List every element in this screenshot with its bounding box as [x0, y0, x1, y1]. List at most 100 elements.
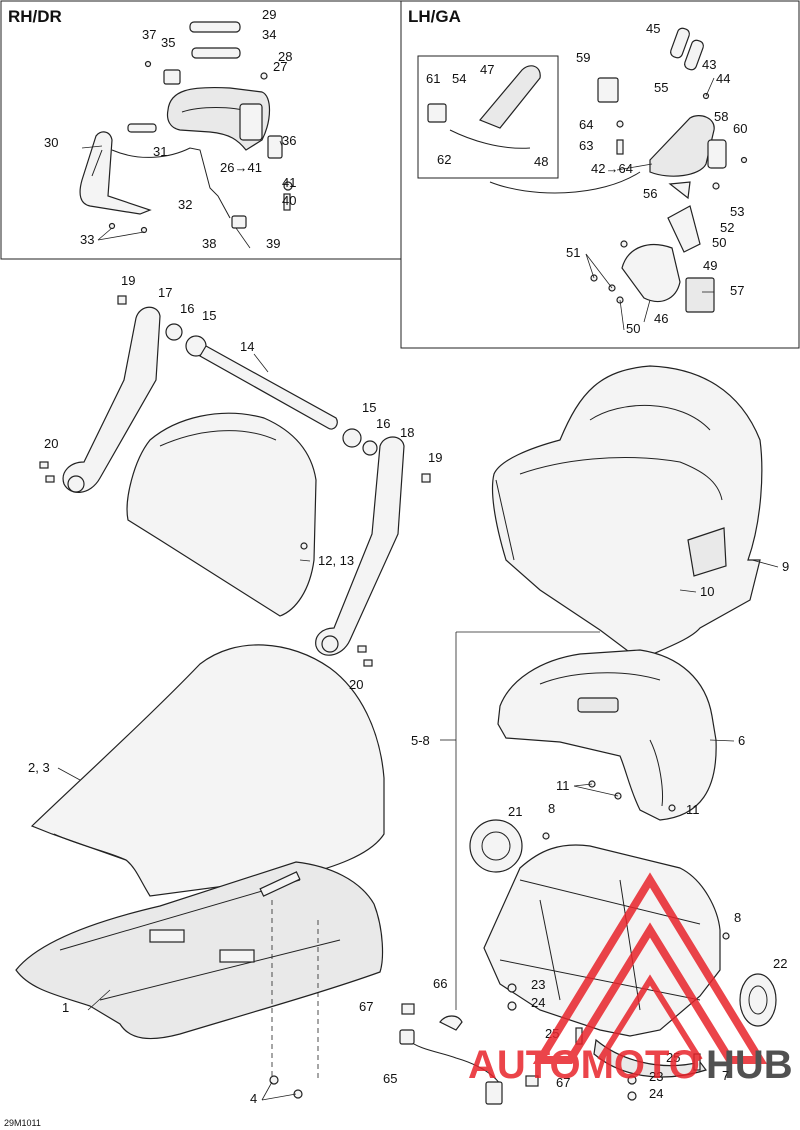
callout-c6: 6 [738, 733, 745, 748]
callout-c15b: 15 [362, 400, 376, 415]
callout-c266: 66 [433, 976, 447, 991]
callout-l57: 57 [730, 283, 744, 298]
ring-22 [739, 973, 777, 1027]
leader-lines [57, 77, 779, 1101]
callout-r29: 29 [262, 7, 276, 22]
rh-panel-title: RH/DR [8, 7, 62, 26]
callout-c14: 14 [240, 339, 254, 354]
callout-c24b: 24 [649, 1086, 663, 1101]
wiring-harness [399, 1003, 539, 1105]
callout-c10: 10 [700, 584, 714, 599]
callout-c8b: 8 [734, 910, 741, 925]
callout-l46: 46 [654, 311, 668, 326]
callout-l62: 62 [437, 152, 451, 167]
lh-inset-frame [417, 55, 559, 179]
callout-c25b: 25 [666, 1050, 680, 1065]
callout-c9: 9 [782, 559, 789, 574]
callout-l54: 54 [452, 71, 466, 86]
callout-r34: 34 [262, 27, 276, 42]
callout-c16b: 16 [376, 416, 390, 431]
grip-29 [189, 21, 241, 33]
seat-cover-shell [30, 644, 385, 897]
callout-c8a: 8 [548, 801, 555, 816]
lh-panel-frame [400, 0, 800, 349]
callout-r26: 26→41 [220, 160, 262, 175]
watermark-text-b: HUB [706, 1043, 793, 1087]
callout-l64: 64 [579, 117, 593, 132]
callout-r37: 37 [142, 27, 156, 42]
callout-l63: 63 [579, 138, 593, 153]
tube-14 [199, 345, 338, 430]
bracket-30 [79, 131, 152, 215]
callout-c4: 4 [250, 1091, 257, 1106]
callout-c1: 1 [62, 1000, 69, 1015]
callout-l59: 59 [576, 50, 590, 65]
callout-l60: 60 [733, 121, 747, 136]
callout-l50b: 50 [626, 321, 640, 336]
ring-21 [469, 819, 523, 873]
console-shell [497, 649, 717, 821]
watermark-logo-triangle [532, 872, 768, 1064]
callout-c11a: 11 [556, 778, 570, 793]
callout-c21: 21 [508, 804, 522, 819]
housing-46 [621, 244, 681, 303]
bracket-18 [315, 436, 405, 656]
callout-c23b: 23 [649, 1069, 663, 1084]
reference-code: 29M1011 [4, 1118, 41, 1128]
callout-r28: 28 [278, 49, 292, 64]
callout-l49: 49 [703, 258, 717, 273]
block-35 [163, 69, 181, 85]
callout-c265: 65 [383, 1071, 397, 1086]
callout-r30: 30 [44, 135, 58, 150]
callout-c267b: 67 [556, 1075, 570, 1090]
seat-cover [30, 644, 385, 897]
callout-l50a: 50 [712, 235, 726, 250]
callout-l43: 43 [702, 57, 716, 72]
backrest-assembly [39, 295, 431, 667]
callout-l55: 55 [654, 80, 668, 95]
callout-l52: 52 [720, 220, 734, 235]
lh-panel-title: LH/GA [408, 7, 461, 26]
callout-l47: 47 [480, 62, 494, 77]
callout-l45: 45 [646, 21, 660, 36]
callout-r33: 33 [80, 232, 94, 247]
watermark: AUTOMOTO HUB [468, 872, 793, 1087]
callout-l48: 48 [534, 154, 548, 169]
callout-c24a: 24 [531, 995, 545, 1010]
callout-l51: 51 [566, 245, 580, 260]
callout-c58: 5-8 [411, 733, 430, 748]
backrest-pad [126, 412, 317, 617]
harness-65 [407, 1039, 501, 1085]
callout-r27: 27 [273, 59, 287, 74]
callout-l42: 42→64 [591, 161, 633, 176]
callout-c16a: 16 [180, 301, 194, 316]
callout-c267a: 67 [359, 999, 373, 1014]
callout-r40: 40 [282, 193, 296, 208]
seat-base [15, 861, 384, 1099]
callout-r31: 31 [153, 144, 167, 159]
callout-r35: 35 [161, 35, 175, 50]
switch-36 [267, 135, 283, 159]
lh-heated-grip-assembly [427, 27, 748, 313]
callout-c15a: 15 [202, 308, 216, 323]
callout-c17: 17 [158, 285, 172, 300]
callout-l53: 53 [730, 204, 744, 219]
callout-l61: 61 [426, 71, 440, 86]
callout-r38: 38 [202, 236, 216, 251]
connector-38 [231, 215, 247, 229]
callout-r41: 41 [282, 175, 296, 190]
callout-c11b: 11 [686, 802, 700, 817]
callout-c23: 2, 3 [28, 760, 50, 775]
watermark-text-a: AUTOMOTO [468, 1043, 700, 1087]
callout-l44: 44 [716, 71, 730, 86]
callout-r32: 32 [178, 197, 192, 212]
callout-c1213: 12, 13 [318, 553, 354, 568]
passenger-seat-body [491, 365, 763, 661]
rh-throttle-assembly [79, 21, 293, 234]
callout-c19a: 19 [121, 273, 135, 288]
grip-34 [191, 47, 241, 59]
callout-c7: 7 [722, 1068, 729, 1083]
callout-c20a: 20 [44, 436, 58, 451]
